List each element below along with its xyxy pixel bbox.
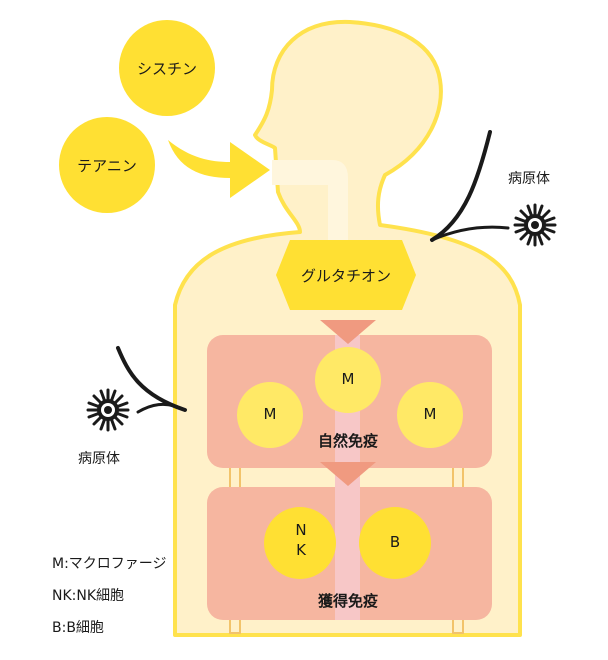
theanine-label: テアニン: [77, 157, 137, 175]
pathogen-icon: [86, 388, 130, 432]
down-arrow-icon: [320, 462, 376, 486]
pathogen-label: 病原体: [78, 451, 120, 467]
glutathione-hexagon: [276, 240, 416, 310]
nk-cell-circle: [264, 507, 336, 579]
legend-item: B:B細胞: [52, 620, 104, 636]
macrophage-circle: [315, 347, 381, 413]
right-arrow-icon: [168, 140, 270, 198]
macrophage-circle: [237, 382, 303, 448]
glutathione-label: グルタチオン: [300, 267, 391, 285]
b-cell-label: B: [389, 533, 401, 551]
legend-item: M:マクロファージ: [52, 556, 167, 572]
down-arrow-icon: [320, 320, 376, 344]
legend-item: NK:NK細胞: [52, 588, 125, 604]
pathogen-icon: [513, 203, 557, 247]
cystine-label: シスチン: [136, 60, 197, 78]
innate-immunity-title: 自然免疫: [317, 432, 378, 450]
curved-arrow-icon: [430, 225, 510, 242]
macrophage-label: M: [423, 405, 437, 423]
airway: [272, 160, 348, 260]
pathogen-label: 病原体: [508, 171, 550, 187]
curved-arrow-icon: [430, 130, 492, 242]
b-cell-circle: [359, 507, 431, 579]
cystine-circle: [119, 20, 215, 116]
curved-arrow-icon: [136, 402, 187, 414]
macrophage-circle: [397, 382, 463, 448]
macrophage-label: M: [341, 370, 355, 388]
acquired-immunity-title: 獲得免疫: [317, 592, 378, 610]
theanine-circle: [59, 117, 155, 213]
nk-cell-label: NK: [295, 521, 307, 559]
macrophage-label: M: [263, 405, 277, 423]
